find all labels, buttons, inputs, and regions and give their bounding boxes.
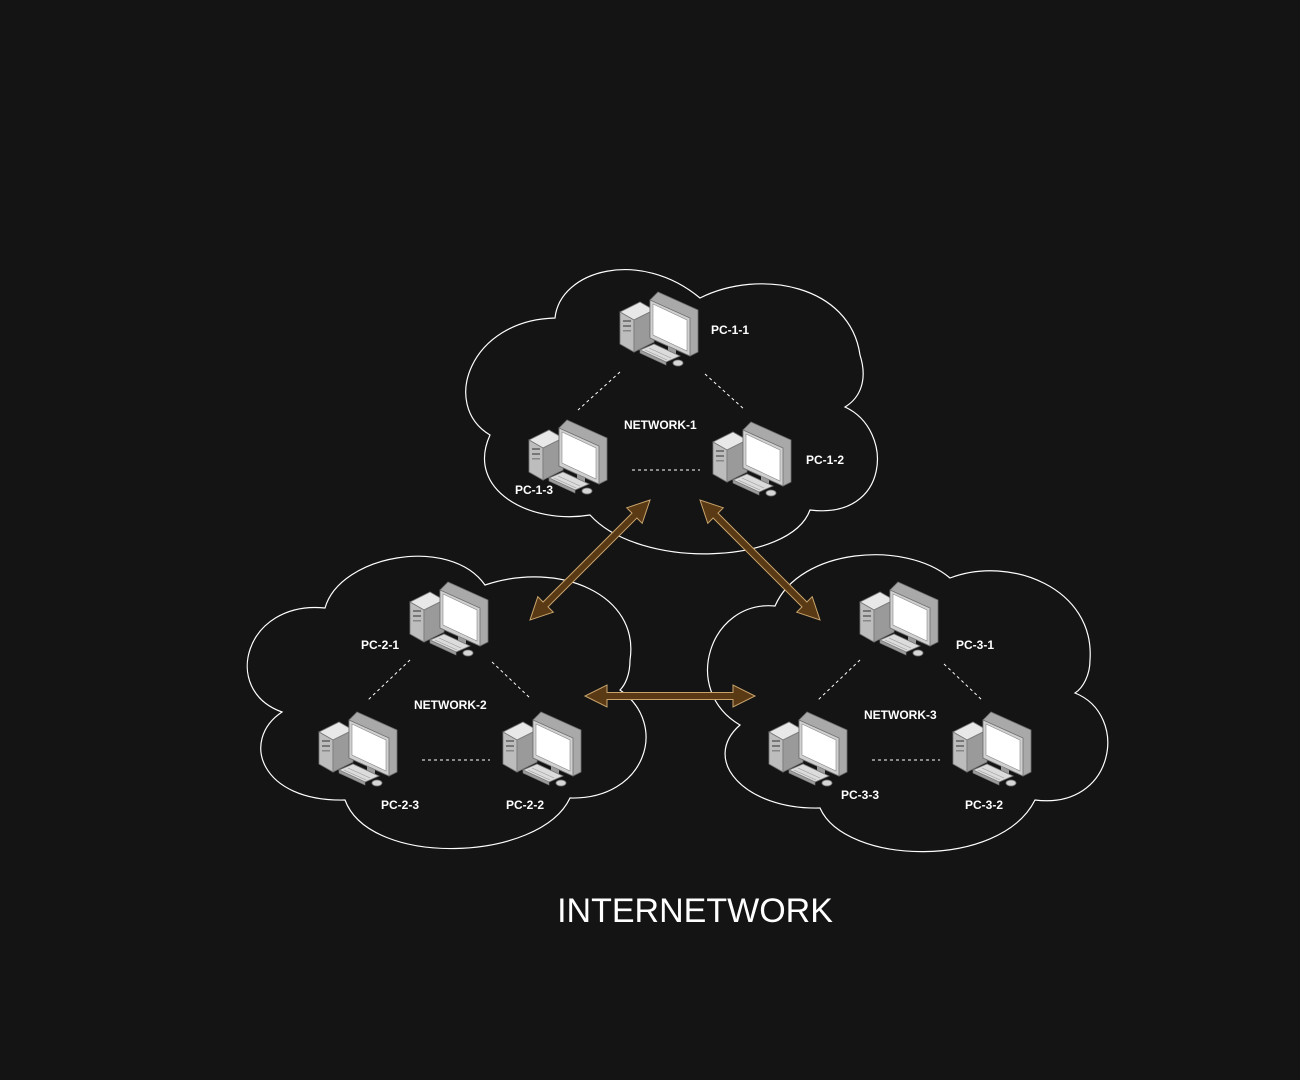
link-pc-3-1-pc-3-3	[817, 659, 861, 701]
desktop-computer-icon[interactable]	[860, 582, 938, 656]
network-1-links	[577, 371, 746, 471]
cloud-network-2	[246, 555, 647, 850]
network-label: NETWORK-3	[864, 708, 937, 722]
network-1: PC-1-1 PC-1-2 PC-1-3 NETWORK-1	[515, 292, 844, 497]
network-3: PC-3-1 PC-3-2 PC-3-3 NETWORK-3	[769, 582, 1031, 812]
desktop-computer-icon[interactable]	[319, 712, 397, 786]
network-label: NETWORK-2	[414, 698, 487, 712]
desktop-computer-icon[interactable]	[410, 582, 488, 656]
cloud-network-1	[465, 269, 878, 555]
link-pc-1-1-pc-1-2	[704, 373, 746, 411]
pc-label: PC-3-2	[965, 798, 1003, 812]
pc-label: PC-2-2	[506, 798, 544, 812]
desktop-computer-icon[interactable]	[620, 292, 698, 366]
pc-label: PC-1-2	[806, 453, 844, 467]
diagram-title: INTERNETWORK	[557, 892, 833, 930]
desktop-computer-icon[interactable]	[713, 422, 791, 496]
desktop-computer-icon[interactable]	[503, 712, 581, 786]
arrow-network-1-network-3	[699, 499, 821, 621]
pc-label: PC-3-3	[841, 788, 879, 802]
arrow-network-1-network-2	[529, 499, 651, 621]
link-pc-1-1-pc-1-3	[577, 371, 621, 411]
pc-label: PC-2-1	[361, 638, 399, 652]
desktop-computer-icon[interactable]	[769, 712, 847, 786]
network-2-links	[367, 659, 531, 761]
network-label: NETWORK-1	[624, 418, 697, 432]
pc-label: PC-1-3	[515, 483, 553, 497]
arrow-network-2-network-3	[583, 684, 757, 708]
link-pc-3-1-pc-3-2	[943, 663, 983, 701]
pc-label: PC-3-1	[956, 638, 994, 652]
inter-network-arrows	[529, 499, 821, 708]
network-3-links	[817, 659, 983, 761]
pc-label: PC-1-1	[711, 323, 749, 337]
desktop-computer-icon[interactable]	[953, 712, 1031, 786]
link-pc-2-1-pc-2-2	[491, 661, 531, 699]
network-2: PC-2-1 PC-2-2 PC-2-3 NETWORK-2	[319, 582, 581, 812]
cloud-network-3	[706, 554, 1109, 853]
pc-label: PC-2-3	[381, 798, 419, 812]
link-pc-2-1-pc-2-3	[367, 659, 411, 701]
